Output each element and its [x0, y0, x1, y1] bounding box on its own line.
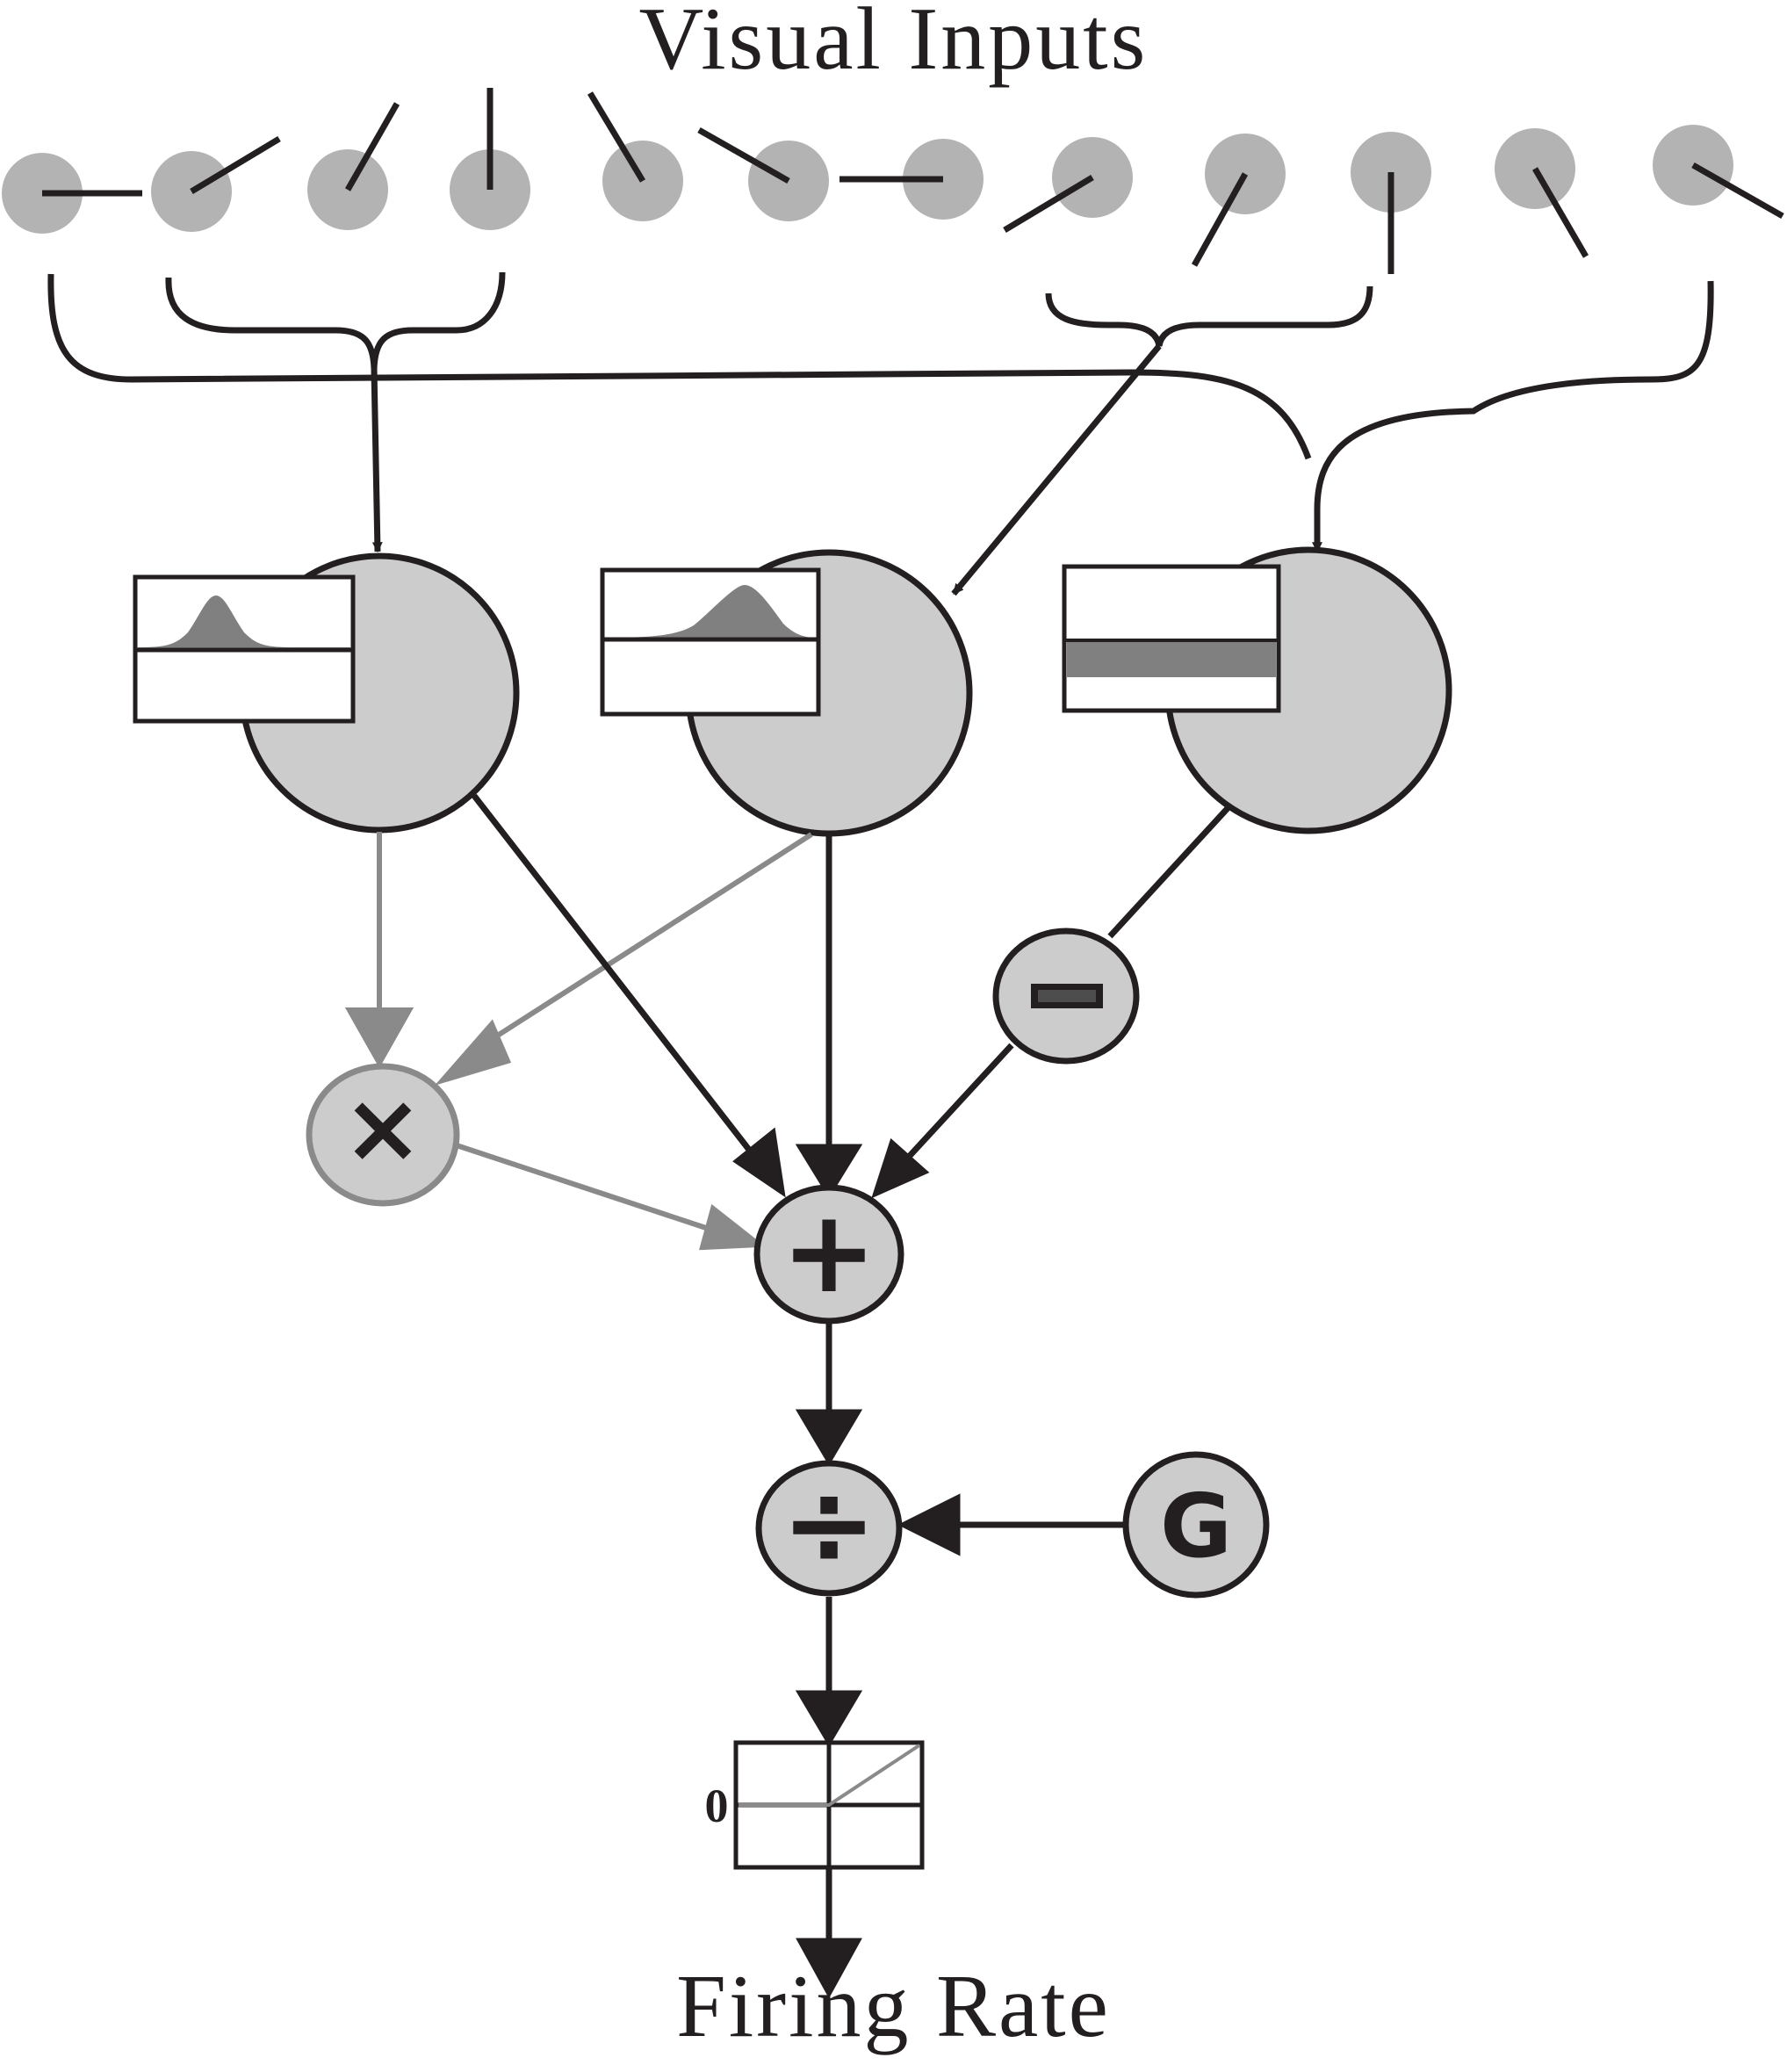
input-arrows: [371, 343, 1322, 596]
divide-node: ÷: [755, 1457, 903, 1597]
brace-unit2: [1045, 285, 1373, 347]
input-dot-5: [587, 91, 683, 221]
input-dot-3: [307, 102, 400, 230]
firing-rate-title: Firing Rate: [676, 1957, 1111, 2056]
gray-pathways: [344, 832, 813, 1251]
input-dot-11: [1495, 128, 1589, 258]
gain-symbol: G: [1160, 1475, 1232, 1577]
input-dot-2: [151, 135, 281, 232]
subtract-node: [992, 928, 1140, 1065]
arrow-to-unit1: [371, 368, 383, 553]
input-dot-8: [1003, 137, 1133, 234]
plus-symbol: +: [782, 1185, 877, 1318]
input-dot-10: [1351, 132, 1431, 274]
unit-1: [133, 552, 520, 834]
input-dot-12: [1653, 125, 1784, 220]
input-dot-1: [2, 153, 142, 234]
unit-3-tuning-box: [1062, 564, 1281, 713]
input-dot-7: [839, 139, 984, 220]
unit-3: [1062, 546, 1452, 834]
brace-unit1: [165, 271, 506, 370]
unit-2-tuning-box: [600, 567, 821, 717]
arrow-to-unit2: [951, 343, 1162, 596]
output-nonlinearity: 0: [705, 1740, 925, 1870]
input-dot-6: [697, 126, 829, 221]
unit-1-tuning-box: [133, 574, 356, 724]
output-zero-label: 0: [705, 1780, 729, 1832]
visual-inputs-title: Visual Inputs: [638, 0, 1149, 89]
input-dot-4: [450, 88, 530, 230]
add-node: +: [753, 1184, 904, 1325]
unit-2: [600, 549, 973, 837]
input-dot-9: [1191, 134, 1286, 267]
multiply-symbol: ×: [342, 1072, 423, 1184]
input-receptive-fields: [2, 88, 1784, 274]
divide-symbol: ÷: [782, 1457, 877, 1591]
input-pooling-braces: [47, 271, 1714, 510]
brace-right-unit3: [1314, 280, 1714, 510]
rectification-curve: [739, 1744, 921, 1807]
brace-long-unit3: [47, 273, 1312, 460]
gain-node: G: [1122, 1451, 1270, 1599]
multiply-node: ×: [306, 1063, 460, 1207]
black-pathways: [472, 793, 1232, 1999]
